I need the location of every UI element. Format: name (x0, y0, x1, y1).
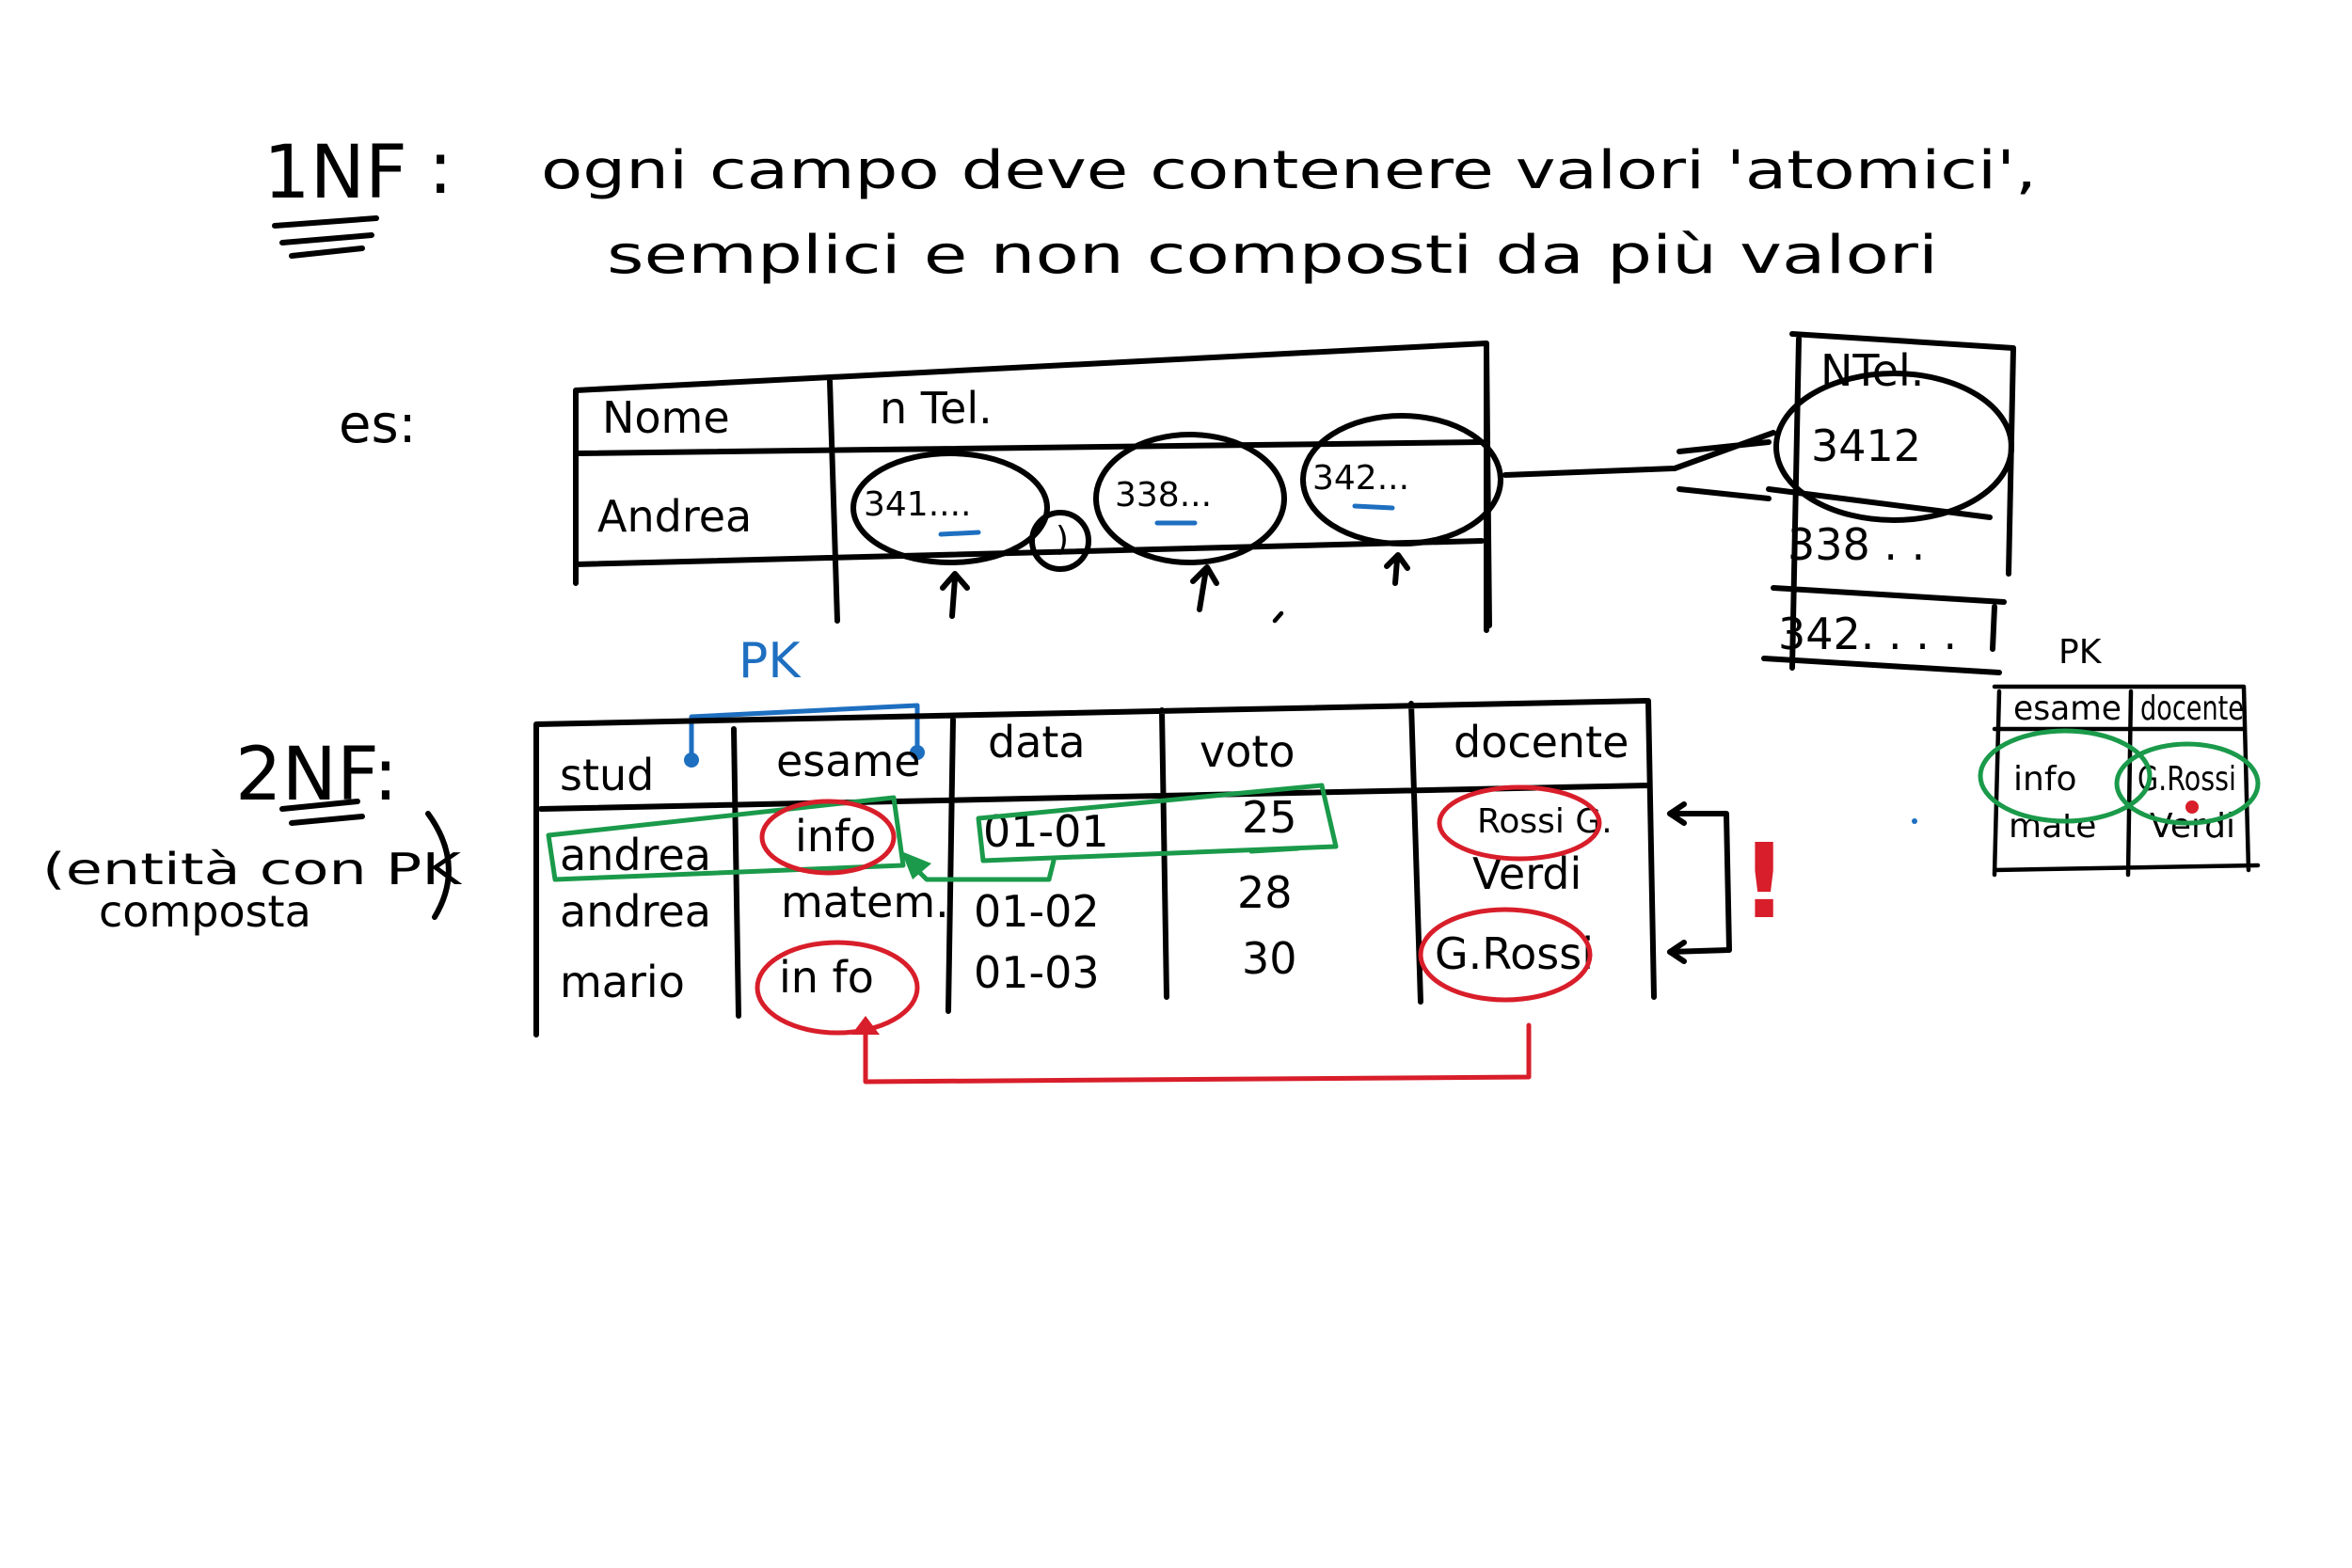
red-circle-docente-row1 (1437, 784, 1602, 862)
example-connector (1502, 430, 1776, 501)
docente-bracket-arrow-bottom (1667, 940, 1687, 964)
nf2-row2-data: 01-02 (974, 886, 1100, 937)
nf1-definition-line2: semplici e non composti da più valori (607, 225, 1938, 286)
docente-bracket (1667, 811, 1732, 955)
nf2-note-line2: composta (99, 886, 311, 937)
pk-indicator: PK (684, 633, 925, 768)
phone-underline-1 (938, 530, 981, 537)
nf2-side-red-dot (2185, 800, 2199, 814)
nf2-row1-voto: 25 (1242, 792, 1297, 843)
nf2-side-table-frame (1992, 684, 2261, 878)
example-cell-name: Andrea (597, 491, 752, 542)
green-box-key (546, 795, 906, 882)
phone-arrow-2 (1190, 564, 1219, 612)
phone-circle-1 (850, 451, 1050, 565)
nf2-row3-voto: 30 (1242, 933, 1297, 984)
nf2-row3-data: 01-03 (974, 947, 1100, 998)
green-arrowhead (901, 851, 931, 879)
nf2-header-data: data (988, 717, 1086, 768)
nf2-side-row1-esame: info (2013, 760, 2077, 799)
ntel-side-table: NTel. 3412 338 . . 342. . . . (1761, 331, 2016, 675)
green-underline-voto (1248, 846, 1301, 854)
pk-label: PK (739, 633, 802, 689)
nf2-header-docente: docente (1454, 717, 1629, 768)
nf2-header-esame: esame (776, 736, 921, 786)
warning-mark: ! (1740, 821, 1788, 942)
ntel-side-row-2: 338 . . (1788, 519, 1925, 570)
phone-arrow-3 (1384, 552, 1410, 586)
red-dependency-arrow (863, 1022, 1532, 1085)
nf2-side-row1-docente: G.Rossi (2137, 760, 2236, 799)
phone-small-mark: ) (1056, 520, 1069, 559)
example-header-nome: Nome (602, 392, 730, 443)
red-circle-docente-row3 (1418, 907, 1593, 1003)
example-table-frame (573, 341, 1492, 633)
nf2-table: stud esame data voto docente andrea info… (533, 698, 1788, 1085)
stray-blue-dot (1912, 818, 1917, 824)
example-label: es: (339, 394, 417, 455)
phone-circle-2 (1093, 432, 1287, 565)
nf2-side-green-circle-esame (1978, 728, 2153, 824)
nf2-row2-voto: 28 (1237, 867, 1293, 918)
nf2-definition: 2NF: (entità con PK composta (42, 733, 464, 937)
nf2-side-table: PK esame docente info G.Rossi mate Verdi (1912, 633, 2261, 878)
phone-circle-3 (1300, 413, 1503, 546)
nf2-row3-esame: in fo (779, 952, 874, 1003)
pk-bracket (689, 703, 920, 763)
phone-value-2: 338... (1115, 476, 1212, 515)
nf2-side-header-docente: docente (2140, 689, 2244, 728)
ntel-side-circle (1773, 371, 2014, 523)
phone-small-circle (1029, 510, 1091, 572)
example-table: Nome n Tel. Andrea 341.... ) 338... 342.… (573, 341, 1503, 633)
phone-underline-3 (1352, 503, 1395, 511)
red-dependency-arrowhead (851, 1016, 880, 1035)
nf2-note-line1: (entità con PK (42, 844, 464, 895)
ntel-side-row-1: 3412 (1811, 420, 1921, 471)
nf2-row2-stud: andrea (560, 886, 711, 937)
green-box-data-voto (976, 783, 1339, 863)
nf2-side-header-esame: esame (2013, 689, 2122, 728)
pk-dot-stud (684, 752, 699, 768)
red-circle-info-row1 (759, 799, 897, 876)
phone-value-1: 341.... (864, 485, 972, 524)
example-header-ntel: n Tel. (880, 383, 993, 434)
nf1-underline (272, 215, 379, 259)
nf2-header-voto: voto (1200, 726, 1295, 777)
nf1-definition-line1: ogni campo deve contenere valori 'atomic… (541, 140, 2037, 201)
phone-arrow-1 (940, 571, 970, 619)
ntel-side-header: NTel. (1820, 345, 1924, 396)
phone-value-3: 342... (1312, 459, 1409, 498)
nf2-underline (279, 799, 365, 826)
docente-bracket-arrow-top (1667, 801, 1687, 826)
pk-dot-esame (910, 745, 925, 760)
nf1-label: 1NF (263, 131, 407, 215)
ntel-side-row-3: 342. . . . (1778, 609, 1957, 659)
stray-mark (1272, 610, 1284, 624)
red-circle-info-row3 (755, 940, 920, 1036)
nf1-definition: 1NF : ogni campo deve contenere valori '… (263, 126, 2037, 286)
nf2-side-green-circle-docente (2114, 741, 2261, 826)
nf2-note-close-paren (425, 811, 452, 920)
nf2-row3-stud: mario (560, 957, 685, 1007)
nf2-header-stud: stud (560, 750, 654, 800)
nf1-colon: : (428, 126, 453, 211)
nf2-side-pk-label: PK (2058, 633, 2103, 672)
nf2-row3-docente: G.Rossi (1435, 928, 1594, 979)
nf2-row1-esame: info (795, 811, 876, 862)
nf2-row2-esame: matem. (781, 877, 949, 927)
